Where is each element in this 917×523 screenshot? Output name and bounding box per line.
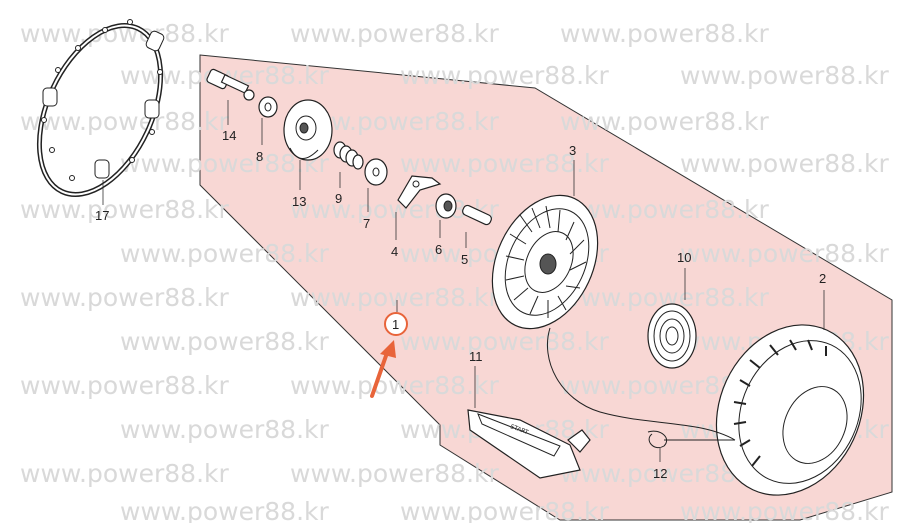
callout-5: 5 (461, 252, 468, 267)
watermark: www.power88.kr (400, 327, 609, 356)
part-2-starter-case[interactable]: 2 (689, 271, 890, 519)
watermark: www.power88.kr (400, 497, 609, 523)
part-4-pawl[interactable]: 4 (391, 175, 442, 259)
callout-8: 8 (256, 149, 263, 164)
callout-1: 1 (392, 317, 399, 332)
watermark: www.power88.kr (400, 61, 609, 90)
part-17-gasket[interactable]: 17 (15, 6, 185, 223)
callout-12: 12 (653, 466, 667, 481)
watermark: www.power88.kr (680, 497, 889, 523)
part-11-starter-grip[interactable]: START 11 (467, 349, 591, 479)
callout-11: 11 (469, 349, 483, 364)
watermark: www.power88.kr (560, 195, 769, 224)
watermark: www.power88.kr (120, 239, 329, 268)
callout-2: 2 (819, 271, 826, 286)
part-13-ratchet-plate[interactable]: 13 (283, 99, 333, 209)
callout-13: 13 (292, 194, 306, 209)
watermark: www.power88.kr (20, 107, 229, 136)
watermark: www.power88.kr (20, 283, 229, 312)
watermark: www.power88.kr (20, 459, 229, 488)
part-9-spring[interactable]: 9 (333, 141, 364, 206)
part-14-bolt[interactable]: 14 (206, 68, 255, 143)
part-7-washer[interactable]: 7 (363, 158, 388, 231)
starter-rope (546, 327, 736, 441)
watermark: www.power88.kr (680, 61, 889, 90)
watermark: www.power88.kr (20, 195, 229, 224)
watermark: www.power88.kr (20, 371, 229, 400)
watermark: www.power88.kr (120, 327, 329, 356)
part-10-recoil-spring[interactable]: 10 (647, 250, 697, 369)
callout-4: 4 (391, 244, 398, 259)
watermark: www.power88.kr (120, 497, 329, 523)
part-6-collar[interactable]: 6 (435, 193, 457, 257)
part-5-pin[interactable]: 5 (461, 204, 493, 267)
watermark: www.power88.kr (290, 19, 499, 48)
watermark: www.power88.kr (560, 19, 769, 48)
watermark: www.power88.kr (680, 239, 889, 268)
watermark: www.power88.kr (290, 459, 499, 488)
selection-arrow-icon (370, 340, 396, 398)
part-1-assembly-callout[interactable]: 1 (384, 300, 408, 336)
part-8-washer[interactable]: 8 (256, 96, 278, 164)
callout-6: 6 (435, 242, 442, 257)
watermark: www.power88.kr (120, 415, 329, 444)
watermark: www.power88.kr (400, 149, 609, 178)
callout-14: 14 (222, 128, 236, 143)
callout-10: 10 (677, 250, 691, 265)
callout-17: 17 (95, 208, 109, 223)
watermark: www.power88.kr (290, 371, 499, 400)
callout-9: 9 (335, 191, 342, 206)
callout-3: 3 (569, 143, 576, 158)
part-12-rope-knot[interactable]: 12 (647, 430, 735, 481)
callout-7: 7 (363, 216, 370, 231)
part-3-reel[interactable]: 3 (472, 143, 618, 346)
watermark: www.power88.kr (680, 149, 889, 178)
watermark: www.power88.kr (560, 107, 769, 136)
watermark: www.power88.kr (290, 283, 499, 312)
